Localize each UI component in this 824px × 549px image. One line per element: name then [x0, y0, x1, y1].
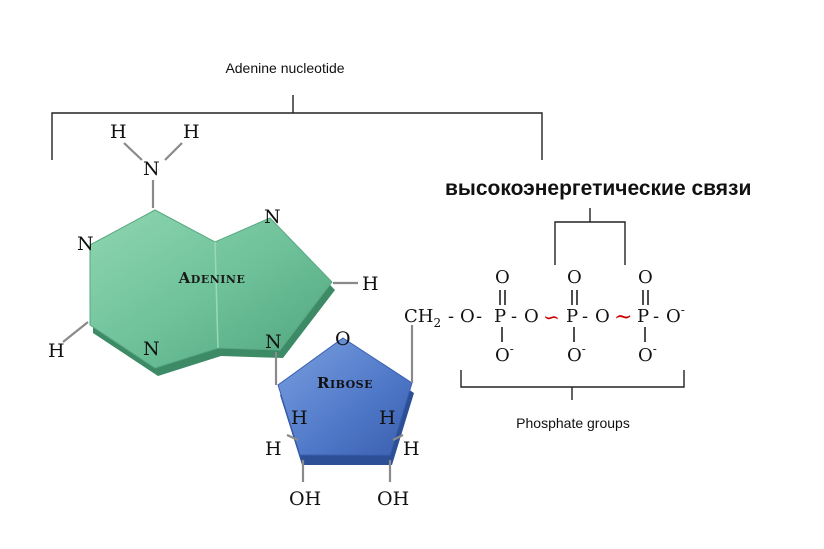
- adenine-n1: N: [77, 233, 94, 255]
- adenine-n3: N: [143, 338, 160, 360]
- ribose-h-inner-right: H: [379, 407, 396, 429]
- adenine-ring-fusion: [214, 241, 219, 349]
- adenine-h2-bond: [62, 321, 89, 343]
- dash-3: -: [511, 306, 517, 327]
- p1: P: [494, 306, 506, 327]
- p2: P: [566, 306, 578, 327]
- ribose-oh-right: OH: [377, 488, 409, 510]
- high-energy-bracket: [554, 221, 626, 265]
- adenine-ring: Adenine: [89, 209, 335, 376]
- p3-o-top: O: [638, 267, 653, 288]
- dash-1: -: [448, 306, 454, 327]
- high-energy-bonds-label: высокоэнергетические связи: [445, 177, 751, 200]
- adenine-h8: H: [362, 273, 379, 295]
- adenine-n9: N: [265, 331, 282, 353]
- phosphate-chain: CH2 - O - O P O- - O ∽ O P O- - O ~ O P …: [404, 267, 685, 366]
- dash-4: -: [582, 306, 588, 327]
- p2-o-bottom: O-: [567, 342, 586, 366]
- o-link-3: O: [595, 306, 610, 327]
- phosphate-groups-label: Phosphate groups: [516, 415, 630, 431]
- amine-h-left: H: [110, 121, 127, 143]
- adenine-n7: N: [264, 206, 281, 228]
- ribose-h-bond-left: [286, 433, 299, 442]
- amine-bond-left: [123, 142, 143, 161]
- ribose-ring-face: [277, 337, 413, 456]
- p1-o-top: O: [495, 267, 510, 288]
- amine-bond-right: [164, 142, 183, 161]
- dash-2: -: [476, 306, 482, 327]
- dash-5: -: [653, 306, 659, 327]
- p3: P: [637, 306, 649, 327]
- ribose-h-outer-right: H: [403, 438, 420, 460]
- ribose-ring: Ribose: [277, 337, 414, 465]
- p1-o-bottom: O-: [495, 342, 514, 366]
- high-energy-bond-2: ~: [614, 305, 632, 330]
- adenine-h2: H: [48, 340, 65, 362]
- adenine-label: Adenine: [178, 269, 246, 287]
- ribose-h-bond-right: [392, 434, 404, 441]
- p3-o-right: O-: [666, 303, 685, 327]
- adenine-ring-face: [89, 209, 333, 369]
- nucleotide-bracket: [51, 112, 543, 160]
- p3-o-bottom: O-: [638, 342, 657, 366]
- ribose-h-inner-left: H: [291, 407, 308, 429]
- amine-h-right: H: [183, 121, 200, 143]
- adenine-nucleotide-label: Adenine nucleotide: [225, 60, 344, 76]
- amine-group: H H N: [110, 121, 200, 208]
- o-link-1: O: [460, 306, 475, 327]
- p2-o-top: O: [567, 267, 582, 288]
- ribose-oh-left: OH: [289, 488, 321, 510]
- ribose-h-outer-left: H: [265, 438, 282, 460]
- phosphate-bracket: [460, 370, 685, 388]
- ribose-o: O: [335, 328, 351, 350]
- ch2-group: CH2: [404, 306, 441, 330]
- amine-n: N: [143, 158, 160, 180]
- ribose-label: Ribose: [317, 374, 373, 392]
- high-energy-bond-1: ∽: [543, 305, 560, 329]
- o-link-2: O: [524, 306, 539, 327]
